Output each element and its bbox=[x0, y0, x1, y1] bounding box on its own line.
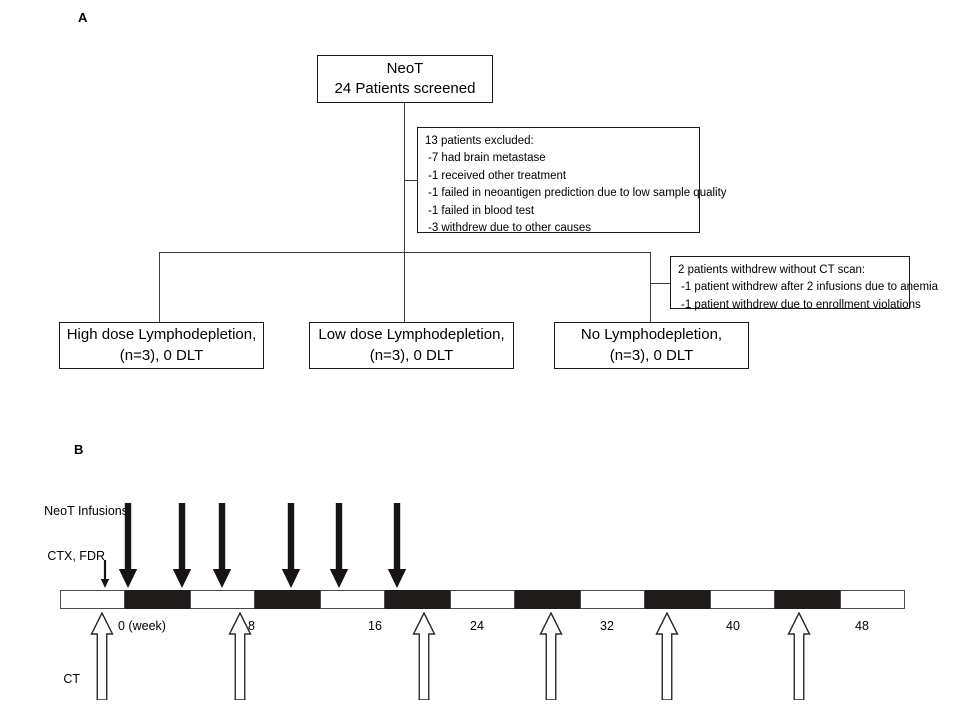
trunk-vertical-line bbox=[404, 103, 406, 253]
week-label-4: 32 bbox=[600, 619, 614, 633]
exclusion-item-2: -1 failed in neoantigen prediction due t… bbox=[428, 187, 727, 200]
screened-box: NeoT 24 Patients screened bbox=[317, 55, 493, 103]
timeline-segment bbox=[320, 590, 385, 609]
ct-scan-arrow bbox=[90, 612, 114, 700]
ctx-fdr-arrow bbox=[100, 560, 110, 588]
week-label-6: 48 bbox=[855, 619, 869, 633]
arm1-drop-line bbox=[159, 252, 161, 322]
week-label-2: 16 bbox=[368, 619, 382, 633]
infusion-arrow bbox=[281, 503, 301, 588]
withdrawal-connector-line bbox=[650, 283, 670, 285]
withdrawal-item-1: -1 patient withdrew due to enrollment vi… bbox=[681, 298, 921, 311]
arm-box-high-dose: High dose Lymphodepletion, (n=3), 0 DLT bbox=[59, 322, 264, 369]
arm-no-lympho-line1: No Lymphodepletion, bbox=[580, 326, 723, 344]
infusion-arrow bbox=[387, 503, 407, 588]
timeline-segment bbox=[645, 590, 710, 609]
timeline-segment bbox=[775, 590, 840, 609]
timeline-segment bbox=[385, 590, 450, 609]
infusion-arrow bbox=[172, 503, 192, 588]
ctx-fdr-label: CTX, FDR bbox=[47, 549, 105, 563]
week-label-3: 24 bbox=[470, 619, 484, 633]
timeline-segment bbox=[190, 590, 255, 609]
withdrawal-note-box: 2 patients withdrew without CT scan: -1 … bbox=[670, 256, 938, 311]
exclusion-note-box: 13 patients excluded: -7 had brain metas… bbox=[417, 127, 727, 234]
exclusion-item-1: -1 received other treatment bbox=[428, 169, 567, 182]
timeline-segment bbox=[840, 590, 905, 609]
arm-box-low-dose: Low dose Lymphodepletion, (n=3), 0 DLT bbox=[309, 322, 514, 369]
infusion-arrow bbox=[329, 503, 349, 588]
panel-a-label: A bbox=[78, 10, 88, 25]
arm-low-dose-line1: Low dose Lymphodepletion, bbox=[318, 326, 505, 344]
week-label-5: 40 bbox=[726, 619, 740, 633]
timeline-segment bbox=[255, 590, 320, 609]
arm-box-no-lympho: No Lymphodepletion, (n=3), 0 DLT bbox=[554, 322, 749, 369]
infusion-arrow bbox=[118, 503, 138, 588]
exclusion-title: 13 patients excluded: bbox=[425, 135, 534, 147]
ct-scan-arrow bbox=[787, 612, 811, 700]
ct-scan-arrow bbox=[412, 612, 436, 700]
timeline-segment bbox=[515, 590, 580, 609]
arm2-drop-line bbox=[404, 252, 406, 322]
exclusion-item-0: -7 had brain metastase bbox=[428, 152, 546, 165]
exclusion-connector-line bbox=[404, 180, 417, 182]
arm-high-dose-line2: (n=3), 0 DLT bbox=[119, 346, 204, 364]
ct-scan-arrow bbox=[539, 612, 563, 700]
arm-low-dose-line2: (n=3), 0 DLT bbox=[369, 346, 454, 364]
infusion-arrow bbox=[212, 503, 232, 588]
arm-high-dose-line1: High dose Lymphodepletion, bbox=[66, 326, 257, 344]
week-label-0: 0 (week) bbox=[118, 619, 166, 633]
week-label-1: 8 bbox=[248, 619, 255, 633]
arm3-drop-line bbox=[650, 252, 652, 322]
timeline-segment bbox=[125, 590, 190, 609]
ct-scan-arrow bbox=[228, 612, 252, 700]
screened-title: NeoT bbox=[386, 59, 424, 77]
exclusion-item-3: -1 failed in blood test bbox=[428, 204, 535, 217]
timeline-segment bbox=[60, 590, 125, 609]
timeline-segment bbox=[710, 590, 775, 609]
screened-count: 24 Patients screened bbox=[334, 80, 476, 97]
withdrawal-item-0: -1 patient withdrew after 2 infusions du… bbox=[681, 281, 938, 294]
exclusion-item-4: -3 withdrew due to other causes bbox=[428, 222, 592, 235]
timeline-segment bbox=[450, 590, 515, 609]
neot-infusions-label: NeoT Infusions bbox=[44, 504, 128, 518]
arm-no-lympho-line2: (n=3), 0 DLT bbox=[609, 346, 694, 364]
panel-b-label: B bbox=[74, 442, 84, 457]
ct-scan-arrow bbox=[655, 612, 679, 700]
ct-label: CT bbox=[63, 672, 80, 686]
withdrawal-title: 2 patients withdrew without CT scan: bbox=[678, 264, 866, 276]
timeline-segment bbox=[580, 590, 645, 609]
